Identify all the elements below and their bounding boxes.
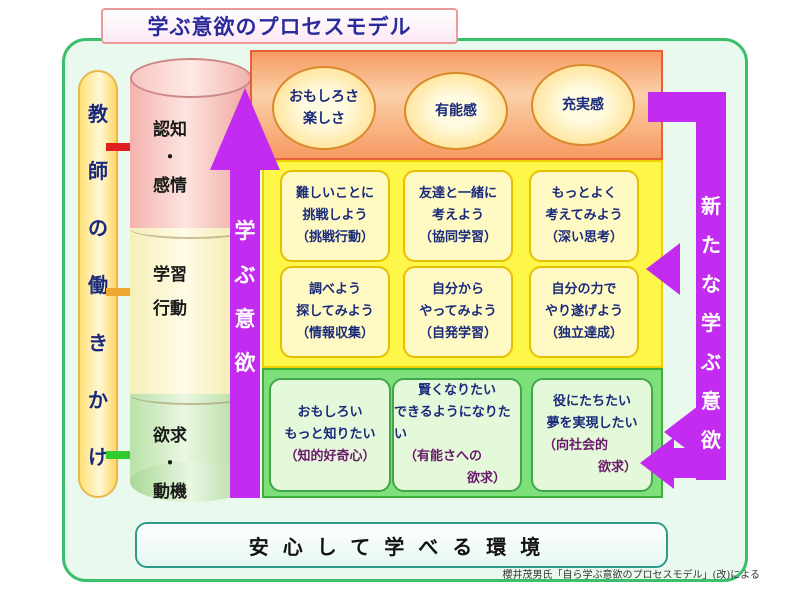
teacher-char: け [88,444,108,469]
teacher-char: 師 [88,159,108,184]
teacher-char: 教 [88,102,108,127]
feeling-oval: 充実感 [531,64,635,146]
learning-motivation-arrow-icon [210,88,280,170]
desire-box: 役にたちたい夢を実現したい （向社会的 欲求） [531,378,653,492]
left-arrow-icon [646,243,680,295]
learning-motivation-arrow-shaft [230,168,260,498]
action-box: もっとよく考えてみよう（深い思考） [529,170,639,262]
desire-box: おもしろいもっと知りたい （知的好奇心） [269,378,391,492]
teacher-action-column: 教 師 の 働 き か け [78,70,118,498]
teacher-char: 働 [88,273,108,298]
action-box: 友達と一緒に考えよう（協同学習） [403,170,513,262]
left-arrow-icon [640,437,674,489]
behavior-label: 学習 行動 [153,265,187,319]
cognition-label: 認知 ・ 感情 [153,120,187,196]
learning-motivation-label: 学 ぶ 意 欲 [234,219,256,375]
return-arrow-side [696,92,726,480]
action-box: 難しいことに挑戦しよう（挑戦行動） [280,170,390,262]
desire-label: 欲求 ・ 動機 [153,426,187,502]
teacher-char: か [88,387,108,412]
diagram-title: 学ぶ意欲のプロセスモデル [101,8,458,44]
action-box: 調べよう探してみよう（情報収集） [280,266,390,358]
action-box: 自分の力でやり遂げよう（独立達成） [529,266,639,358]
action-box: 自分からやってみよう（自発学習） [403,266,513,358]
feeling-oval: おもしろさ楽しさ [272,66,376,150]
feeling-oval: 有能感 [404,72,508,150]
teacher-char: き [88,330,108,355]
desire-box: 賢くなりたいできるようになりたい （有能さへの 欲求） [392,378,522,492]
new-motivation-label: 新 た な 学 ぶ 意 欲 [701,194,721,452]
safe-environment-bar: 安心して学べる環境 [135,522,668,568]
source-credit: 櫻井茂男氏「自ら学ぶ意欲のプロセスモデル」(改)による [502,570,760,581]
teacher-char: の [88,216,108,241]
